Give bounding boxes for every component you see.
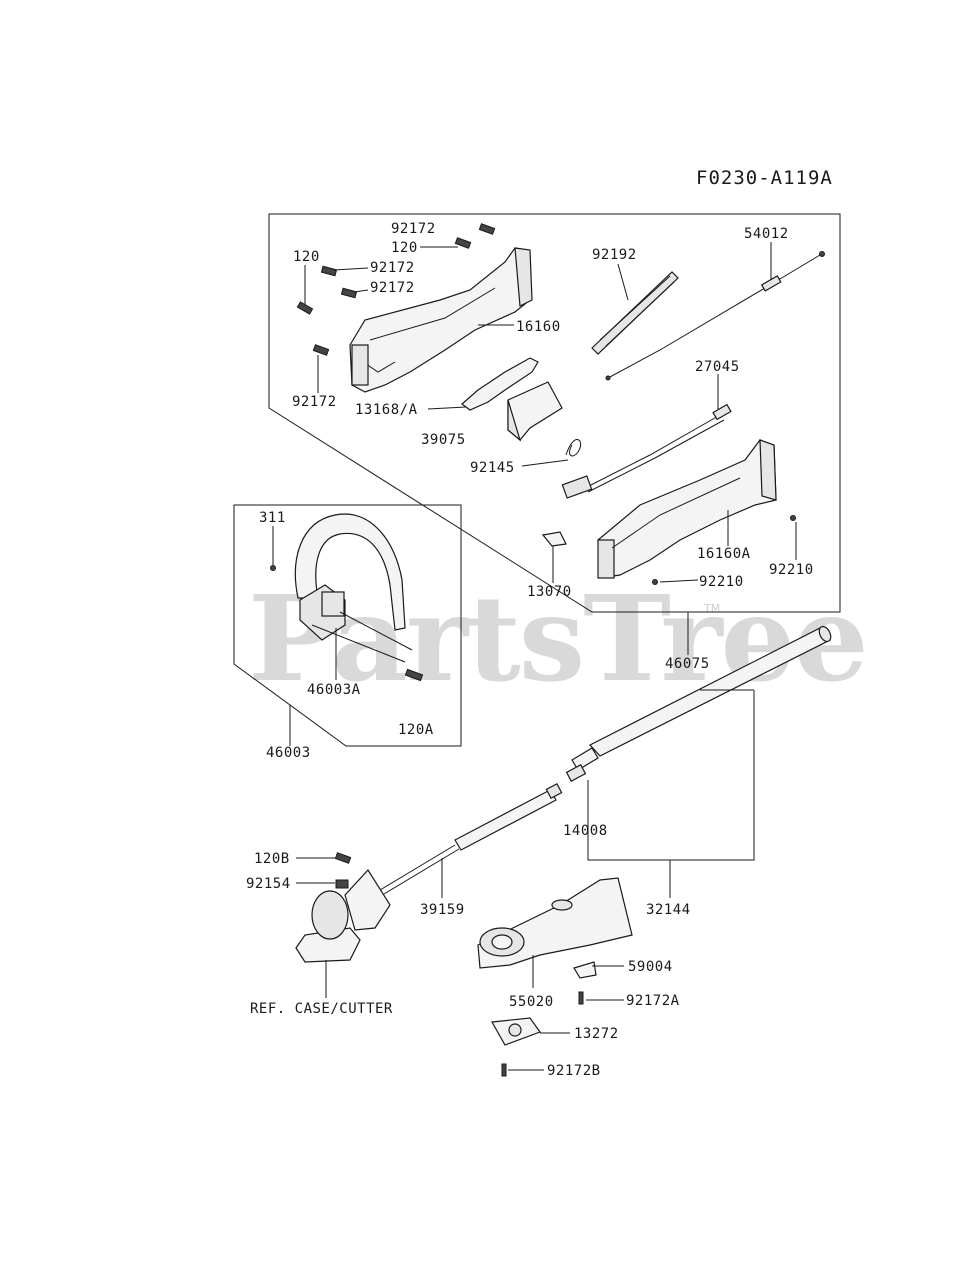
label-16160: 16160 xyxy=(516,319,561,335)
label-120b: 120B xyxy=(254,851,290,867)
pipe-32144 xyxy=(571,625,832,771)
label-59004: 59004 xyxy=(628,959,673,975)
label-92172-left: 92172 xyxy=(292,394,337,410)
cutter-guard-55020 xyxy=(477,877,633,969)
loop-handle-frame xyxy=(233,504,462,747)
bracket-59004 xyxy=(573,961,597,1005)
label-13070: 13070 xyxy=(527,584,572,600)
part-labels: 92172 120 92172 120 92172 16160 92172 13… xyxy=(246,221,814,1079)
loop-handle-leaders xyxy=(272,526,337,746)
label-46003a: 46003A xyxy=(307,682,361,698)
handle-half-16160 xyxy=(349,247,533,393)
label-27045: 27045 xyxy=(695,359,740,375)
label-311: 311 xyxy=(259,510,286,526)
screws-top xyxy=(296,223,496,356)
label-ref-case-cutter: REF. CASE/CUTTER xyxy=(250,1001,393,1017)
handle-half-16160a xyxy=(597,439,777,579)
diagram-code: F0230-A119A xyxy=(696,167,833,189)
bushing-14008 xyxy=(565,764,587,782)
label-13272: 13272 xyxy=(574,1026,619,1042)
label-16160a: 16160A xyxy=(697,546,751,562)
label-92210-right: 92210 xyxy=(769,562,814,578)
nut-92210-left xyxy=(652,579,658,585)
label-92172-top: 92172 xyxy=(391,221,436,237)
grip-92192 xyxy=(591,271,679,355)
shaft-leaders xyxy=(296,689,755,1071)
label-55020: 55020 xyxy=(509,994,554,1010)
upper-leaders xyxy=(304,242,797,655)
drive-shaft-39159 xyxy=(379,782,563,895)
label-120-top: 120 xyxy=(391,240,418,256)
label-92172-lower: 92172 xyxy=(370,280,415,296)
label-32144: 32144 xyxy=(646,902,691,918)
label-46075: 46075 xyxy=(665,656,710,672)
watermark: PartsTree xyxy=(248,569,867,708)
label-92172-mid: 92172 xyxy=(370,260,415,276)
label-46003: 46003 xyxy=(266,745,311,761)
gear-case xyxy=(295,852,391,963)
label-39075: 39075 xyxy=(421,432,466,448)
switch-lead-27045 xyxy=(561,403,732,499)
label-14008: 14008 xyxy=(563,823,608,839)
watermark-trademark: TM xyxy=(703,602,720,615)
label-39159: 39159 xyxy=(420,902,465,918)
label-92172a: 92172A xyxy=(626,993,680,1009)
label-92172b: 92172B xyxy=(547,1063,601,1079)
loop-handle-46003 xyxy=(270,513,424,682)
plate-13272 xyxy=(491,1017,541,1077)
label-92154: 92154 xyxy=(246,876,291,892)
label-120-left: 120 xyxy=(293,249,320,265)
label-54012: 54012 xyxy=(744,226,789,242)
upper-assembly-frame xyxy=(268,213,841,613)
label-92145: 92145 xyxy=(470,460,515,476)
label-92210-left: 92210 xyxy=(699,574,744,590)
throttle-cable-54012 xyxy=(605,251,825,381)
clip-13070 xyxy=(541,531,567,547)
nut-92210-right xyxy=(790,515,796,521)
spring-92145 xyxy=(565,439,582,457)
lock-lever-39075 xyxy=(507,381,563,442)
label-13168a: 13168/A xyxy=(355,402,418,418)
label-120a: 120A xyxy=(398,722,434,738)
label-92192: 92192 xyxy=(592,247,637,263)
throttle-lever-13168 xyxy=(461,357,539,411)
